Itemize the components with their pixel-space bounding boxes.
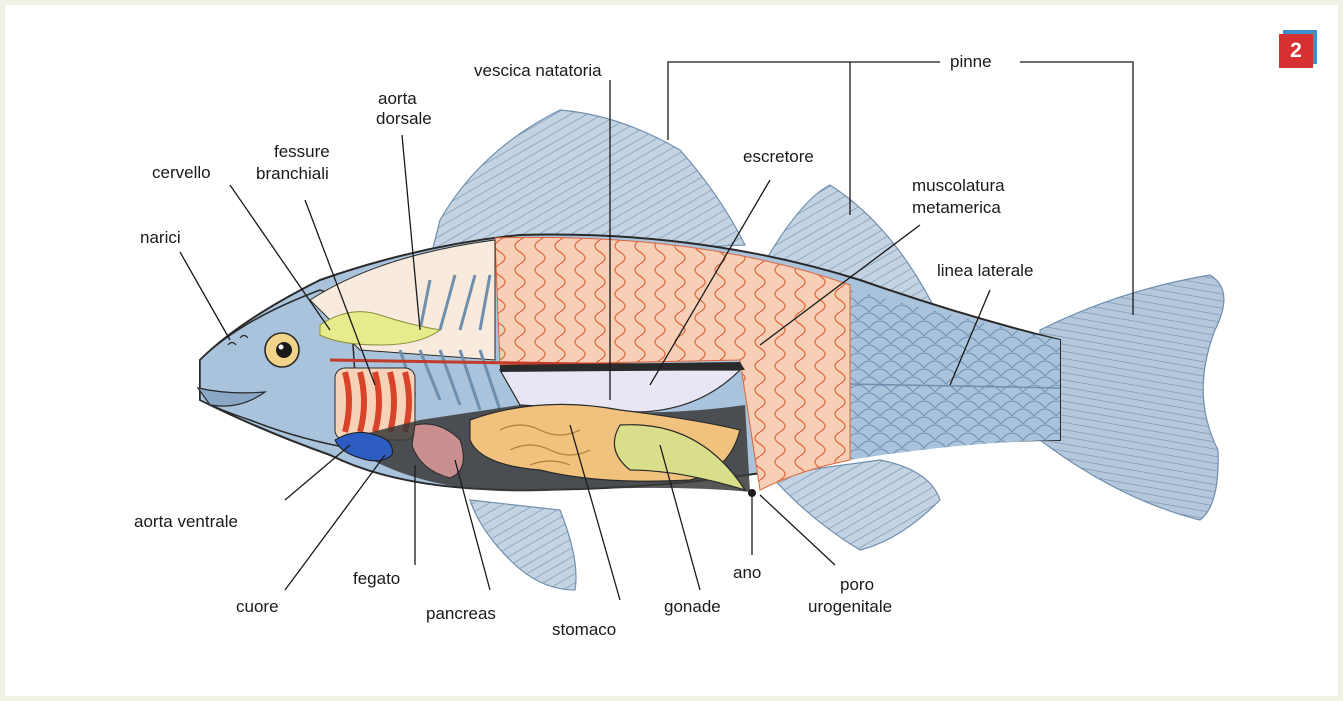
- label-cuore: cuore: [236, 597, 279, 616]
- label-poro-2: urogenitale: [808, 597, 892, 616]
- label-gonade: gonade: [664, 597, 721, 616]
- label-fegato: fegato: [353, 569, 400, 588]
- label-ano: ano: [733, 563, 761, 582]
- label-cervello: cervello: [152, 163, 211, 182]
- label-poro-1: poro: [840, 575, 874, 594]
- anus: [748, 489, 756, 497]
- label-muscolatura-1: muscolatura: [912, 176, 1005, 195]
- label-narici: narici: [140, 228, 181, 247]
- label-aorta-ventrale: aorta ventrale: [134, 512, 238, 531]
- label-escretore: escretore: [743, 147, 814, 166]
- label-pancreas: pancreas: [426, 604, 496, 623]
- label-aorta-dorsale-2: dorsale: [376, 109, 432, 128]
- label-pinne: pinne: [950, 52, 992, 71]
- caudal-fin: [1040, 275, 1224, 520]
- label-aorta-dorsale-1: aorta: [378, 89, 417, 108]
- label-fessure-2: branchiali: [256, 164, 329, 183]
- label-stomaco: stomaco: [552, 620, 616, 639]
- pupil: [276, 342, 292, 358]
- label-fessure-1: fessure: [274, 142, 330, 161]
- label-vescica-natatoria: vescica natatoria: [474, 61, 602, 80]
- label-muscolatura-2: metamerica: [912, 198, 1001, 217]
- label-linea-laterale: linea laterale: [937, 261, 1033, 280]
